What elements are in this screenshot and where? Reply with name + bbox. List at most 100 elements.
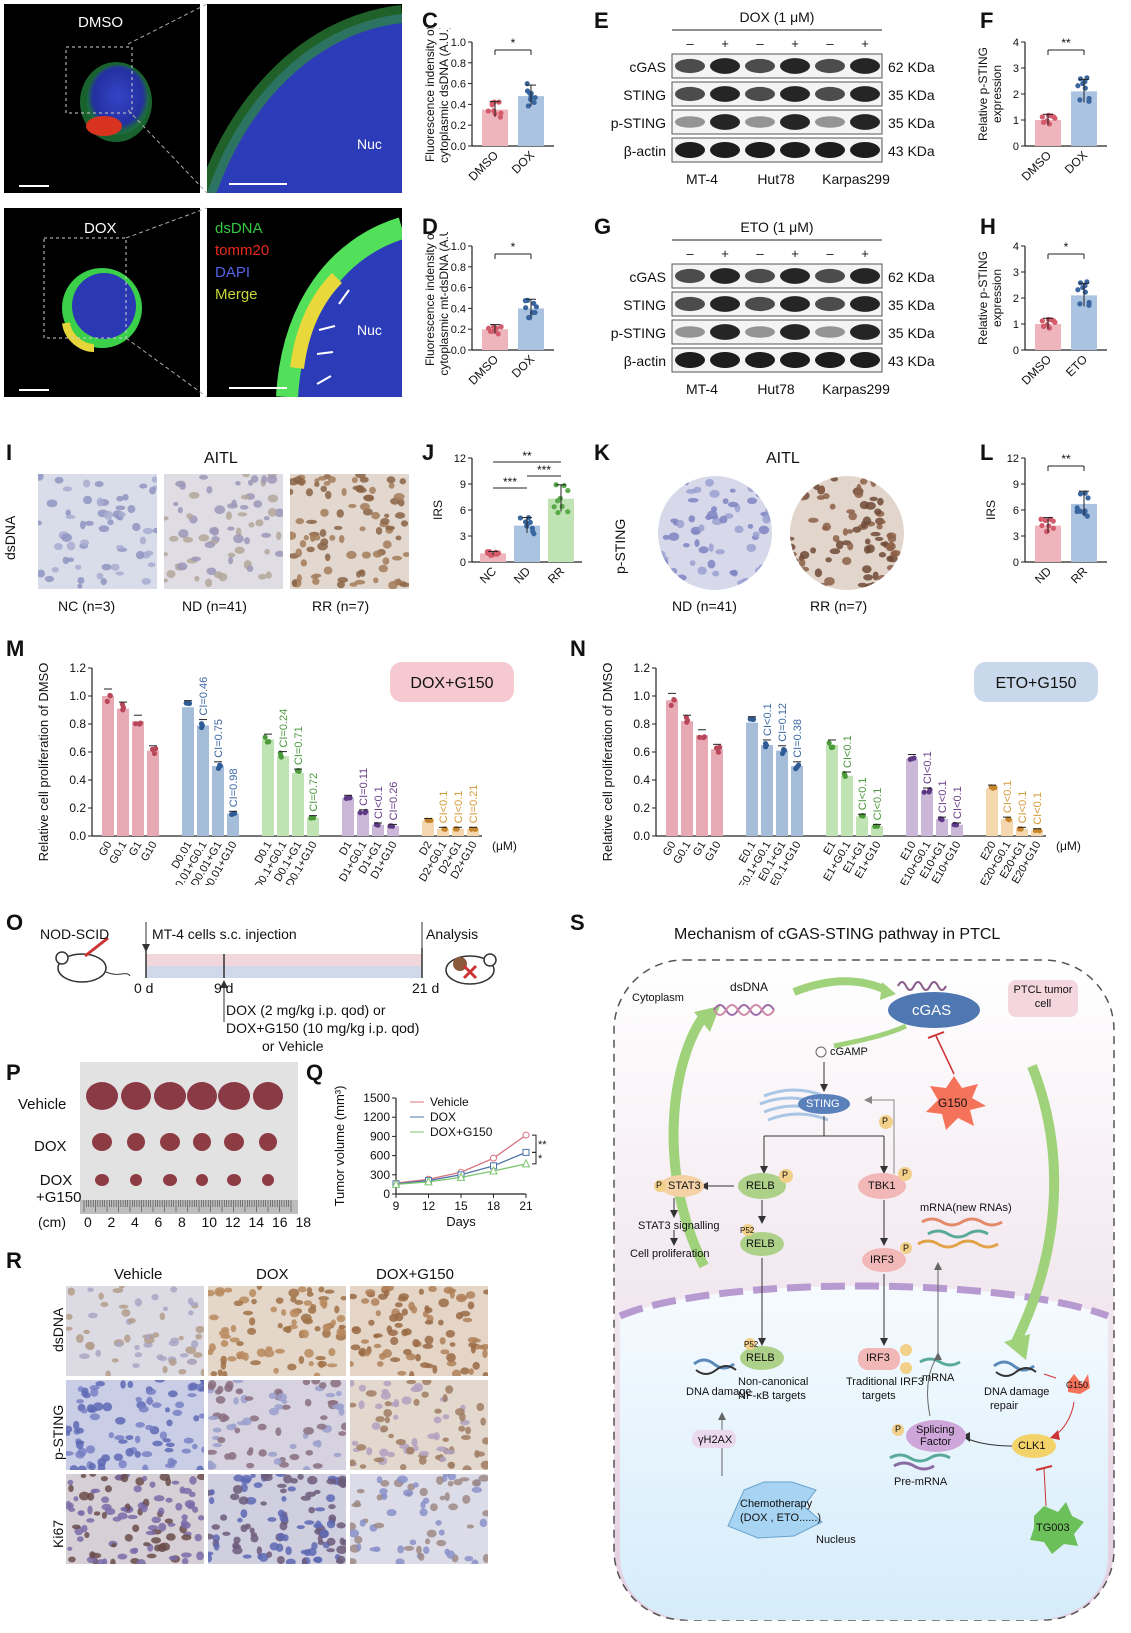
cell-nucleus [434,1408,442,1414]
cell-nucleus [683,542,690,548]
cell-nucleus [390,1336,399,1346]
bar [826,745,838,836]
data-point [531,99,537,106]
y-tick-label: 0.0 [451,141,466,153]
r-col-dox: DOX [256,1266,289,1283]
sig-label: ** [522,449,532,463]
treatment-sign: + [721,36,729,51]
cell-nucleus [306,519,318,525]
cell-nucleus [121,1309,131,1317]
x-tick-label: DOX [509,148,537,176]
cell-nucleus [265,571,272,579]
cell-nucleus [162,1306,169,1312]
data-point [199,722,205,729]
cell-nucleus [115,1341,123,1347]
cell-nucleus [346,550,357,560]
r-row-dsdna: dsDNA [50,1307,66,1352]
cell-nucleus [705,478,715,487]
bar [212,766,224,836]
cell-nucleus [149,486,156,495]
cell-nucleus [373,1522,385,1529]
bar [480,553,506,562]
cell-nucleus [283,1474,293,1484]
cell-nucleus [483,1289,488,1295]
data-point [523,305,529,311]
cell-nucleus [234,1427,241,1434]
blot-band [745,86,775,102]
y-tick-label: 0.4 [633,773,650,787]
blot-band [815,116,845,128]
cell-nucleus [798,558,806,568]
data-point [133,721,139,727]
cell-nucleus [196,1465,204,1470]
cell-nucleus [77,1447,87,1457]
p-row-doxg150-text: DOX +G150 [36,1172,82,1206]
cell-nucleus [134,1344,140,1351]
cell-nucleus [135,1396,142,1403]
s-gh2ax: γH2AX [698,1434,733,1446]
x-tick-label: G10 [139,840,160,864]
cell-nucleus [698,546,709,554]
bar [132,721,144,836]
cell-nucleus [145,1399,154,1404]
cell-nucleus [189,1476,197,1485]
cell-nucleus [212,1427,222,1433]
tumor [218,1082,250,1110]
y-tick-label: 0.0 [69,829,86,843]
cell-nucleus [459,1412,466,1422]
cell-nucleus [365,1289,376,1296]
blot-band [675,296,705,312]
cell-nucleus [177,506,183,514]
cell-nucleus [393,579,401,586]
x-tick-label: DMSO [466,148,501,183]
cell-nucleus [791,480,797,488]
cell-nucleus [752,531,760,538]
cell-nucleus [115,505,126,511]
cell-nucleus [246,1462,255,1469]
cell-nucleus [383,1290,390,1297]
data-point [1044,322,1050,328]
cell-nucleus [380,1493,388,1500]
cell-nucleus [359,526,366,532]
data-point [310,815,317,821]
western-kda-label: 35 KDa [888,325,935,341]
tumor [187,1082,217,1110]
cell-nucleus [275,1427,282,1436]
cell-nucleus [149,1481,156,1488]
cell-nucleus [300,1329,309,1339]
cell-nucleus [193,1352,203,1358]
cell-nucleus [790,536,795,541]
cell-nucleus [862,516,872,526]
cell-nucleus [328,1348,336,1357]
cell-nucleus [233,534,244,544]
s-cgas: cGAS [912,1002,952,1019]
data-point [517,515,523,521]
cell-nucleus [84,1532,90,1539]
data-point [826,740,832,746]
cell-nucleus [466,1524,474,1529]
cell-nucleus [309,533,316,542]
data-point [183,700,189,706]
data-point [561,482,567,489]
cell-nucleus [449,1342,456,1347]
cell-nucleus [747,484,756,493]
cell-nucleus [208,1449,218,1455]
cell-nucleus [351,1326,362,1335]
cell-nucleus [476,1451,486,1457]
y-tick-label: 9 [460,479,466,491]
cell-nucleus [395,1438,406,1446]
cell-nucleus [187,1393,197,1398]
cell-nucleus [250,475,259,483]
cell-nucleus [408,1301,415,1311]
cell-nucleus [333,525,343,530]
cell-nucleus [118,1439,128,1444]
cell-nucleus [398,498,405,507]
blot-band [850,268,880,284]
cell-nucleus [383,1408,393,1418]
data-point [565,487,571,494]
cell-nucleus [134,1450,141,1458]
ruler [80,1200,298,1214]
y-tick-label: 0.4 [451,303,466,315]
data-point [671,697,677,703]
